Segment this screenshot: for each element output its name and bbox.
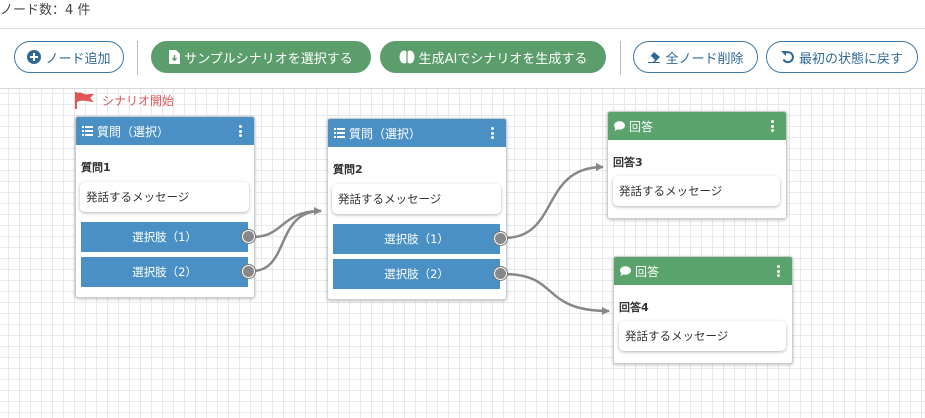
node-title: 回答3 — [613, 156, 643, 169]
node-header[interactable]: 回答 — [614, 257, 792, 285]
choice-label: 選択肢（2） — [384, 267, 449, 281]
node-header[interactable]: 質問（選択） — [328, 119, 506, 147]
node-type-label: 質問（選択） — [97, 124, 170, 139]
eraser-icon — [647, 51, 661, 63]
reset-button[interactable]: 最初の状態に戻す — [766, 41, 918, 73]
message-box[interactable]: 発話するメッセージ — [613, 176, 780, 206]
output-port[interactable] — [494, 232, 507, 245]
question-node-1[interactable]: 質問（選択） 質問1 発話するメッセージ 選択肢（1） 選択肢（2） — [75, 116, 255, 298]
choice-button[interactable]: 選択肢（1） — [333, 224, 507, 254]
scenario-start-label: シナリオ開始 — [102, 93, 175, 108]
scenario-start-marker: シナリオ開始 — [74, 91, 174, 109]
comment-icon — [620, 266, 631, 276]
node-title: 質問2 — [333, 163, 363, 176]
choice-button[interactable]: 選択肢（2） — [81, 257, 255, 287]
comment-icon — [614, 121, 625, 131]
output-port[interactable] — [242, 265, 255, 278]
toolbar-separator — [137, 41, 138, 75]
message-box[interactable]: 発話するメッセージ — [619, 321, 786, 351]
delete-all-nodes-button[interactable]: 全ノード削除 — [633, 41, 758, 73]
node-type-label: 回答 — [629, 119, 654, 134]
plus-circle-icon — [27, 50, 42, 64]
kebab-icon[interactable] — [239, 125, 242, 137]
message-box[interactable]: 発話するメッセージ — [332, 184, 501, 214]
header-divider — [0, 28, 925, 29]
select-sample-button[interactable]: サンプルシナリオを選択する — [151, 41, 371, 73]
node-header[interactable]: 質問（選択） — [76, 117, 254, 145]
node-title: 質問1 — [81, 161, 111, 174]
kebab-icon[interactable] — [777, 265, 780, 277]
choice-label: 選択肢（2） — [132, 265, 197, 279]
generate-ai-button[interactable]: 生成AIでシナリオを生成する — [380, 41, 606, 73]
file-download-icon — [169, 50, 181, 64]
answer-node-3[interactable]: 回答 回答3 発話するメッセージ — [607, 111, 787, 219]
generate-ai-label: 生成AIでシナリオを生成する — [418, 51, 588, 67]
undo-icon — [780, 50, 795, 64]
delete-all-label: 全ノード削除 — [665, 51, 744, 67]
kebab-icon[interactable] — [491, 127, 494, 139]
add-node-label: ノード追加 — [45, 51, 111, 67]
output-port[interactable] — [494, 267, 507, 280]
toolbar: ノード追加 サンプルシナリオを選択する 生成AIでシナリオを生成する 全ノード削… — [0, 29, 925, 87]
choice-button[interactable]: 選択肢（2） — [333, 259, 507, 289]
node-title: 回答4 — [619, 301, 649, 314]
kebab-icon[interactable] — [771, 120, 774, 132]
message-box[interactable]: 発話するメッセージ — [80, 182, 249, 212]
node-count-label: ノード数：4 件 — [0, 3, 91, 18]
add-node-button[interactable]: ノード追加 — [14, 41, 124, 73]
output-port[interactable] — [242, 230, 255, 243]
reset-label: 最初の状態に戻す — [798, 51, 903, 67]
select-sample-label: サンプルシナリオを選択する — [184, 51, 353, 67]
list-icon — [82, 126, 93, 136]
node-header[interactable]: 回答 — [608, 112, 786, 140]
choice-label: 選択肢（1） — [384, 232, 449, 246]
flag-icon — [74, 91, 96, 109]
choice-button[interactable]: 選択肢（1） — [81, 222, 255, 252]
toolbar-separator — [620, 41, 621, 75]
question-node-2[interactable]: 質問（選択） 質問2 発話するメッセージ 選択肢（1） 選択肢（2） — [327, 118, 507, 300]
node-type-label: 回答 — [635, 264, 660, 279]
choice-label: 選択肢（1） — [132, 230, 197, 244]
brain-icon — [399, 50, 415, 64]
list-icon — [334, 128, 345, 138]
node-type-label: 質問（選択） — [349, 126, 422, 141]
answer-node-4[interactable]: 回答 回答4 発話するメッセージ — [613, 256, 793, 364]
